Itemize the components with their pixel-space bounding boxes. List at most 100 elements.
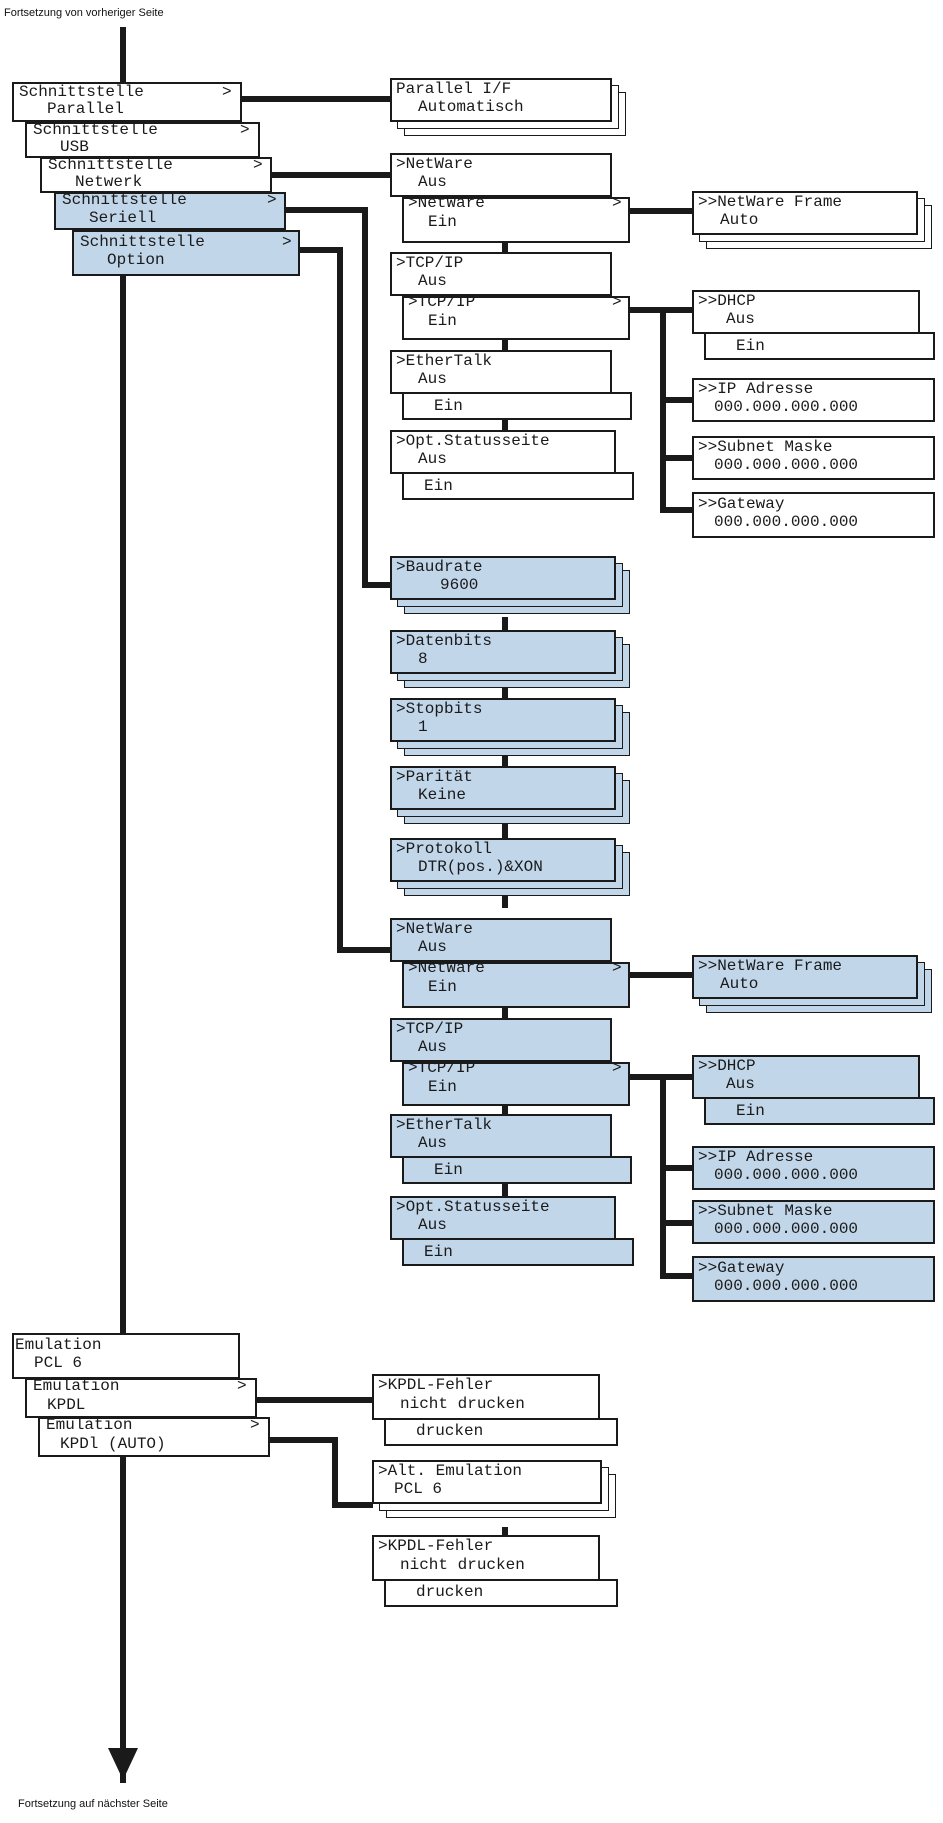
network-tcpip-line1: >TCP/IP <box>396 254 464 272</box>
setting-network-netware[interactable]: >NetWare Aus >NetWare Ein > <box>390 153 630 245</box>
chevron-right-icon: > <box>612 959 622 977</box>
alt-emulation-line2: PCL 6 <box>394 1480 443 1498</box>
serial-stopbits-line1: >Stopbits <box>396 700 483 718</box>
network-tcpip-line2: Aus <box>418 272 447 290</box>
setting-option-subnet-mask[interactable]: >>Subnet Maske 000.000.000.000 <box>692 1200 937 1244</box>
network-gateway-line2: 000.000.000.000 <box>714 513 859 531</box>
setting-serial-parity[interactable]: >Parität Keine <box>390 766 635 828</box>
network-dhcp-line3: Ein <box>736 337 765 355</box>
network-netware-line1: >NetWare <box>396 155 473 173</box>
setting-option-tcpip[interactable]: >TCP/IP Aus >TCP/IP Ein > <box>390 1018 630 1108</box>
setting-network-netware-frame[interactable]: >>NetWare Frame Auto <box>692 191 937 253</box>
option-netware-line4: Ein <box>428 978 457 996</box>
option-tcpip-line3: >TCP/IP <box>408 1059 476 1077</box>
option-dhcp-line3: Ein <box>736 1102 765 1120</box>
option-status-line3: Ein <box>424 1243 453 1261</box>
menu-interface-usb[interactable]: Schnittstelle USB > <box>25 122 260 158</box>
emulation-pcl6-line2: PCL 6 <box>34 1354 83 1372</box>
kpdl-auto-error-line1: >KPDL-Fehler <box>378 1537 494 1555</box>
setting-option-gateway[interactable]: >>Gateway 000.000.000.000 <box>692 1256 937 1302</box>
setting-parallel-if[interactable]: Parallel I/F Automatisch <box>390 78 630 140</box>
kpdl-auto-error-line2: nicht drucken <box>400 1556 525 1574</box>
network-netware-line3: >NetWare <box>408 194 485 212</box>
menu-interface-parallel[interactable]: Schnittstelle Parallel > <box>12 82 242 122</box>
setting-serial-baud-rate[interactable]: >Baudrate 9600 <box>390 556 635 618</box>
network-gateway-line1: >>Gateway <box>698 495 785 513</box>
network-netware-frame-line1: >>NetWare Frame <box>698 193 843 211</box>
setting-network-gateway[interactable]: >>Gateway 000.000.000.000 <box>692 492 937 538</box>
emulation-kpdl-auto-line1: Emulation <box>46 1416 133 1434</box>
setting-network-tcpip[interactable]: >TCP/IP Aus >TCP/IP Ein > <box>390 252 630 342</box>
setting-serial-protocol[interactable]: >Protokoll DTR(pos.)&XON <box>390 838 635 900</box>
menu-emulation-pcl6[interactable]: Emulation PCL 6 <box>12 1333 242 1379</box>
setting-serial-stop-bits[interactable]: >Stopbits 1 <box>390 698 635 760</box>
setting-network-ethertalk[interactable]: >EtherTalk Aus Ein <box>390 350 635 422</box>
menu-interface-serial[interactable]: Schnittstelle Seriell > <box>54 192 286 230</box>
network-netware-line2: Aus <box>418 173 447 191</box>
parallel-if-line1: Parallel I/F <box>396 80 512 98</box>
network-status-line3: Ein <box>424 477 453 495</box>
option-subnet-line1: >>Subnet Maske <box>698 1202 833 1220</box>
option-tcpip-line1: >TCP/IP <box>396 1020 464 1038</box>
chevron-right-icon: > <box>237 1377 247 1395</box>
serial-baud-line1: >Baudrate <box>396 558 483 576</box>
network-tcpip-line4: Ein <box>428 312 457 330</box>
menu-emulation-kpdl-auto[interactable]: Emulation KPDl (AUTO) > <box>38 1417 278 1457</box>
parallel-line2: Parallel <box>47 100 124 118</box>
setting-kpdl-auto-alt-emulation[interactable]: >Alt. Emulation PCL 6 <box>372 1460 622 1522</box>
kpdl-auto-error-line3: drucken <box>416 1583 484 1601</box>
serial-parity-line1: >Parität <box>396 768 473 786</box>
emulation-pcl6-line1: Emulation <box>15 1336 102 1354</box>
emulation-kpdl-line2: KPDL <box>47 1396 86 1414</box>
option-subnet-line2: 000.000.000.000 <box>714 1220 859 1238</box>
connector-option-tcpip-bracket <box>622 1074 693 1279</box>
bottom-continuation-note: Fortsetzung auf nächster Seite <box>18 1798 168 1810</box>
setting-option-ethertalk[interactable]: >EtherTalk Aus Ein <box>390 1114 635 1186</box>
option-ip-line2: 000.000.000.000 <box>714 1166 859 1184</box>
serial-stopbits-line2: 1 <box>418 718 428 736</box>
chevron-right-icon: > <box>253 156 263 174</box>
kpdl-error-line1: >KPDL-Fehler <box>378 1376 494 1394</box>
network-netware-frame-line2: Auto <box>720 211 759 229</box>
connector-option <box>297 247 393 953</box>
chevron-right-icon: > <box>612 194 622 212</box>
network-status-line2: Aus <box>418 450 447 468</box>
emulation-kpdl-auto-line2: KPDl (AUTO) <box>60 1435 166 1453</box>
setting-serial-data-bits[interactable]: >Datenbits 8 <box>390 630 635 692</box>
emulation-kpdl-line1: Emulation <box>33 1377 120 1395</box>
network-ip-line1: >>IP Adresse <box>698 380 814 398</box>
setting-option-netware-frame[interactable]: >>NetWare Frame Auto <box>692 955 937 1017</box>
kpdl-error-line2: nicht drucken <box>400 1395 525 1413</box>
setting-network-subnet-mask[interactable]: >>Subnet Maske 000.000.000.000 <box>692 436 937 480</box>
option-ethertalk-line1: >EtherTalk <box>396 1116 493 1134</box>
network-dhcp-line1: >>DHCP <box>698 292 756 310</box>
setting-option-dhcp[interactable]: >>DHCP Aus Ein <box>692 1055 937 1127</box>
setting-kpdl-error-print[interactable]: >KPDL-Fehler nicht drucken drucken <box>372 1374 622 1446</box>
option-ethertalk-line3: Ein <box>434 1161 463 1179</box>
menu-interface-network[interactable]: Schnittstelle Netwerk > <box>40 157 272 193</box>
setting-network-status-page[interactable]: >Opt.Statusseite Aus Ein <box>390 430 640 502</box>
option-dhcp-line1: >>DHCP <box>698 1057 756 1075</box>
network-ethertalk-line2: Aus <box>418 370 447 388</box>
usb-line1: Schnittstelle <box>33 121 158 139</box>
menu-emulation-kpdl[interactable]: Emulation KPDL > <box>25 1378 260 1418</box>
setting-kpdl-auto-error-print[interactable]: >KPDL-Fehler nicht drucken drucken <box>372 1535 622 1607</box>
network-tcpip-line3: >TCP/IP <box>408 293 476 311</box>
setting-network-dhcp[interactable]: >>DHCP Aus Ein <box>692 290 937 362</box>
setting-option-netware[interactable]: >NetWare Aus >NetWare Ein > <box>390 918 630 1010</box>
option-gateway-line2: 000.000.000.000 <box>714 1277 859 1295</box>
serial-line2: Seriell <box>89 209 157 227</box>
connector-serial <box>282 207 393 588</box>
option-netware-line1: >NetWare <box>396 920 473 938</box>
setting-option-status-page[interactable]: >Opt.Statusseite Aus Ein <box>390 1196 640 1268</box>
setting-option-ip-address[interactable]: >>IP Adresse 000.000.000.000 <box>692 1146 937 1190</box>
setting-network-ip-address[interactable]: >>IP Adresse 000.000.000.000 <box>692 378 937 422</box>
network-line2: Netwerk <box>75 173 143 191</box>
network-dhcp-line2: Aus <box>726 310 755 328</box>
serial-databits-line2: 8 <box>418 650 428 668</box>
option-status-line2: Aus <box>418 1216 447 1234</box>
menu-interface-option[interactable]: Schnittstelle Option > <box>72 230 300 276</box>
option-gateway-line1: >>Gateway <box>698 1259 785 1277</box>
alt-emulation-line1: >Alt. Emulation <box>378 1462 523 1480</box>
